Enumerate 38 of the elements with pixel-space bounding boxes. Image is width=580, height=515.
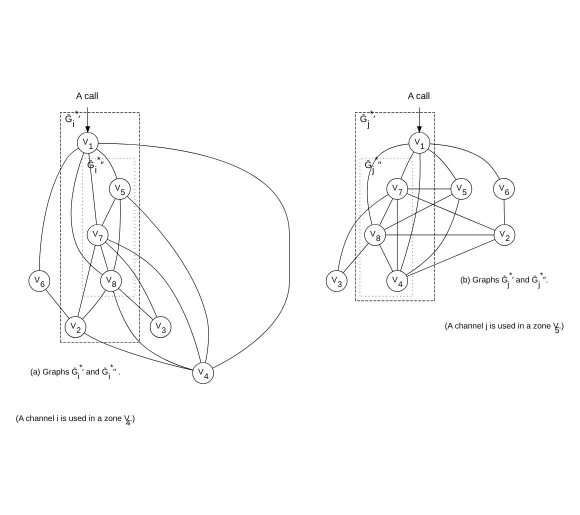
- connector: [70, 152, 103, 275]
- connector: [379, 244, 394, 272]
- connector: [88, 152, 97, 224]
- connector: [430, 143, 500, 179]
- connector: [396, 198, 398, 270]
- connector: [504, 198, 505, 224]
- connector: [379, 198, 394, 226]
- connector: [106, 238, 202, 363]
- connector: [406, 238, 496, 276]
- connector: [113, 290, 194, 370]
- connector: [118, 288, 154, 320]
- connector: [100, 244, 108, 271]
- node-text: A call: [76, 90, 98, 101]
- connector: [338, 194, 389, 270]
- connector: [407, 188, 451, 189]
- node-text: A call: [408, 90, 430, 101]
- connector: [96, 148, 118, 178]
- connector: [406, 192, 496, 230]
- arrow: [85, 106, 90, 133]
- connector: [400, 152, 420, 271]
- connector: [127, 196, 209, 362]
- connector: [39, 147, 79, 270]
- connector: [400, 151, 414, 179]
- connector: [84, 332, 194, 370]
- connector: [98, 142, 290, 368]
- connector: [384, 193, 453, 230]
- connector: [45, 288, 70, 318]
- connector: [102, 198, 116, 226]
- connector: [428, 148, 456, 180]
- connector: [406, 198, 460, 275]
- connector: [366, 143, 410, 224]
- connector: [113, 198, 121, 271]
- connector: [342, 242, 369, 272]
- connector: [105, 241, 158, 317]
- arrow: [416, 106, 422, 133]
- connector: [82, 289, 106, 319]
- connector: [78, 244, 96, 317]
- connector: [385, 234, 494, 235]
